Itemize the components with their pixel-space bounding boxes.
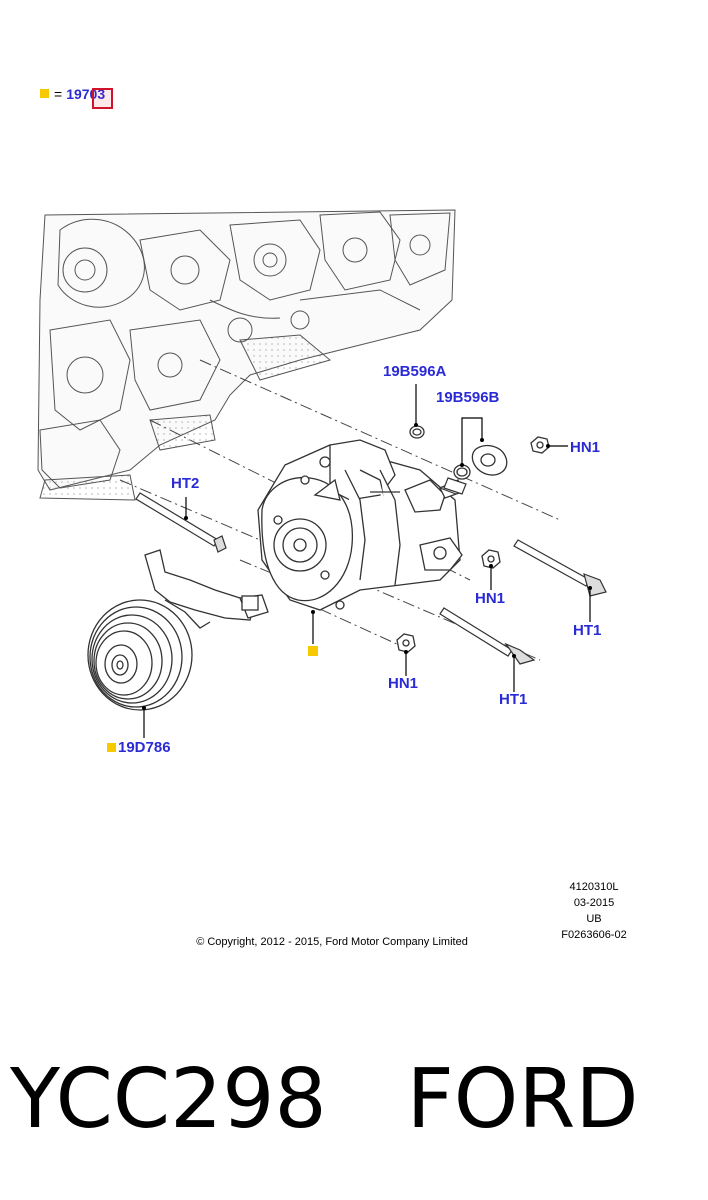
callout-hn1-top[interactable]: HN1 xyxy=(570,439,601,456)
leader-dots xyxy=(142,423,592,710)
clutch-pulley xyxy=(87,599,193,711)
callout-19d786[interactable]: 19D786 xyxy=(107,739,171,756)
drawing-date: 03-2015 xyxy=(573,897,615,909)
legend-equals: = xyxy=(54,86,63,102)
callout-ht1-right[interactable]: HT1 xyxy=(573,622,602,639)
bolt-ht1-right xyxy=(513,539,591,587)
legend-marker-icon xyxy=(40,89,49,98)
drawing-metadata: 4120310L 03-2015 UB F0263606-02 xyxy=(548,879,640,943)
part-number: YCC298 xyxy=(10,1052,327,1147)
nuts xyxy=(396,436,550,653)
legend: =19703 xyxy=(40,86,105,102)
copyright-notice: © Copyright, 2012 - 2015, Ford Motor Com… xyxy=(196,936,468,948)
drawing-region: UB xyxy=(586,913,602,925)
bolts xyxy=(135,477,607,665)
callout-19b596a[interactable]: 19B596A xyxy=(383,363,447,380)
bolt-ht1-bottom xyxy=(439,607,513,657)
compressor-marker-icon[interactable] xyxy=(308,646,318,656)
highlight-box xyxy=(92,88,113,109)
compressor xyxy=(257,439,463,611)
callout-ht2[interactable]: HT2 xyxy=(171,475,200,492)
callout-19b596b[interactable]: 19B596B xyxy=(436,389,500,406)
callout-hn1-bottom[interactable]: HN1 xyxy=(388,675,419,692)
brand-name: FORD xyxy=(406,1052,639,1147)
drawing-id: F0263606-02 xyxy=(561,929,627,941)
part-caption: YCC298 FORD xyxy=(10,1050,700,1150)
callout-ht1-bottom[interactable]: HT1 xyxy=(499,691,528,708)
wiring-bracket xyxy=(144,549,269,629)
callout-marker-icon xyxy=(107,743,116,752)
seals xyxy=(409,425,508,480)
bolt-ht2 xyxy=(135,492,219,547)
legend-base-part[interactable]: 19703 xyxy=(66,86,106,102)
engine-block xyxy=(37,209,456,501)
leader-lines xyxy=(143,384,591,738)
callout-hn1-mid[interactable]: HN1 xyxy=(475,590,506,607)
drawing-code: 4120310L xyxy=(569,881,619,893)
callout-19d786-label: 19D786 xyxy=(118,739,171,756)
